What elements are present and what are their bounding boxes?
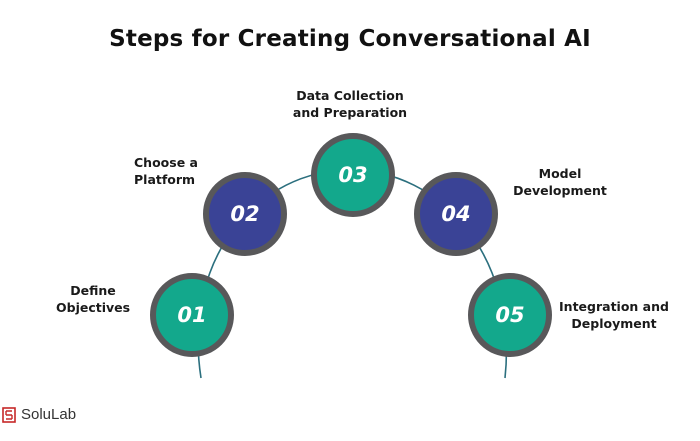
brand-logo: SoluLab: [2, 406, 76, 423]
step-03-circle: 03: [311, 133, 395, 217]
step-03-label: Data Collection and Preparation: [292, 88, 408, 120]
step-01-label: Define Objectives: [56, 283, 131, 315]
step-05-circle: 05: [468, 273, 552, 357]
step-04-number: 04: [441, 202, 471, 226]
step-02-number: 02: [230, 202, 260, 226]
brand-name: SoluLab: [21, 406, 77, 423]
step-01-circle: 01: [150, 273, 234, 357]
step-01-number: 01: [177, 303, 207, 327]
step-03-number: 03: [338, 163, 368, 187]
solulab-logo-icon: [2, 406, 16, 423]
step-05-label: Integration and Deployment: [559, 299, 669, 331]
step-02-label: Choose a Platform: [134, 155, 198, 187]
step-02-circle: 02: [203, 172, 287, 256]
step-04-circle: 04: [414, 172, 498, 256]
step-05-number: 05: [495, 303, 525, 327]
page-title: Steps for Creating Conversational AI: [109, 26, 591, 52]
step-04-label: Model Development: [513, 166, 607, 198]
